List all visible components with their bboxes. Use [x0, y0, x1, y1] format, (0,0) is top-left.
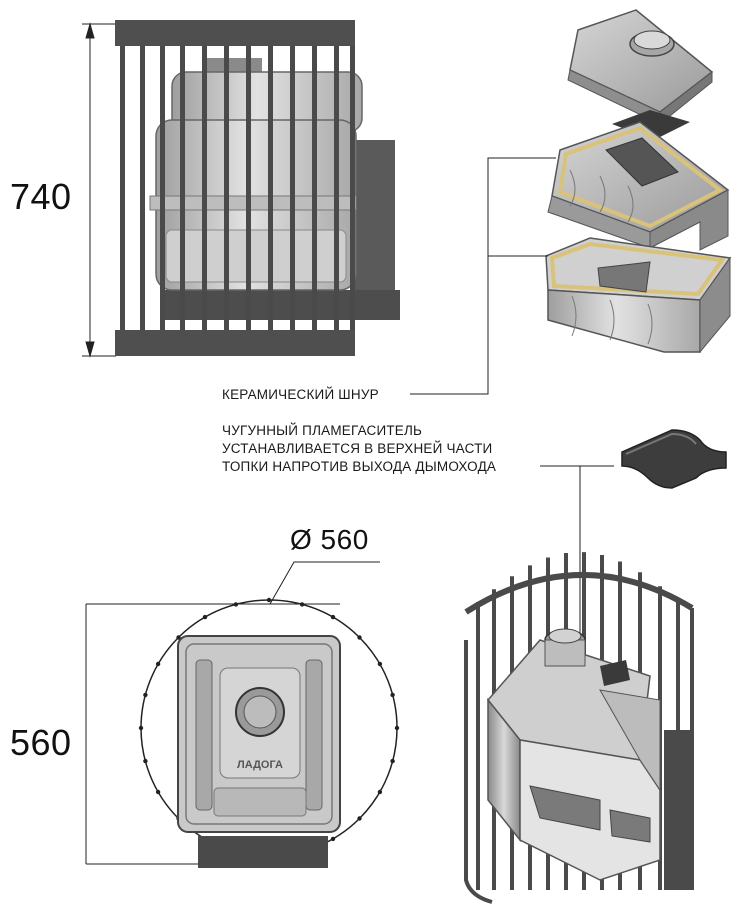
exploded-view [410, 9, 732, 395]
front-top-plate [115, 20, 355, 46]
cutaway-flue [664, 730, 694, 890]
front-grid-bar [180, 46, 185, 330]
top-view-flue [198, 836, 328, 868]
front-grid-bar [246, 46, 251, 330]
stove-top-plate [177, 635, 341, 833]
flame-arrester-part [621, 429, 727, 489]
guard-bar-dot [377, 661, 383, 667]
front-view [82, 20, 400, 358]
front-bottom-plate [115, 330, 355, 356]
height-dimension-line [82, 22, 116, 358]
upper-section [547, 121, 730, 251]
front-grid-bar [312, 46, 317, 330]
guard-bar-dot [143, 758, 148, 764]
guard-bar-dot [357, 635, 362, 640]
guard-bar-dot [138, 725, 144, 731]
guard-bar-dot [390, 692, 395, 698]
front-grid-bar [350, 46, 355, 330]
front-grid-bar [120, 46, 125, 330]
lower-box [160, 290, 400, 320]
front-grid-bars [120, 46, 355, 330]
front-grid-bar [268, 46, 273, 330]
guard-bar-dot [176, 635, 181, 640]
guard-bar-dot [155, 661, 161, 667]
ceramic-cord-callout: КЕРАМИЧЕСКИЙ ШНУР [222, 387, 379, 402]
flame-arrester-callout-line-3: ТОПКИ НАПРОТИВ ВЫХОДА ДЫМОХОДА [222, 459, 497, 474]
cutaway-stove-body [487, 628, 661, 881]
guard-bar-dot [330, 614, 336, 620]
front-grid-bar [160, 46, 165, 330]
front-grid-bar [140, 46, 145, 330]
gasket-plate [612, 110, 690, 140]
guard-bar-dot [299, 602, 305, 607]
cutaway-view [464, 552, 694, 904]
stove-emblem: ЛАДОГА [237, 759, 283, 771]
guard-bar-dot [233, 602, 239, 607]
guard-bar-dot [266, 597, 272, 603]
guard-bar-dot [155, 789, 161, 795]
guard-bar-dot [202, 614, 208, 620]
front-grid-bar [290, 46, 295, 330]
flame-arrester-callout-line-1: ЧУГУННЫЙ ПЛАМЕГАСИТЕЛЬ [222, 423, 423, 438]
flame-arrester-callout-line-2: УСТАНАВЛИВАЕТСЯ В ВЕРХНЕЙ ЧАСТИ [222, 441, 493, 456]
guard-bar-dot [357, 816, 362, 821]
guard-bar-dot [377, 789, 383, 795]
lower-section [545, 237, 732, 354]
guard-bar-dot [143, 692, 148, 698]
guard-bar-dot [330, 836, 336, 842]
top-view: ЛАДОГА [85, 561, 400, 868]
diameter-dimension-label: Ø 560 [290, 524, 369, 555]
top-cap [567, 9, 714, 126]
front-grid-bar [334, 46, 339, 330]
ceramic-cord-leader [410, 157, 556, 395]
diameter-leader [269, 561, 380, 605]
front-grid-bar [224, 46, 229, 330]
guard-bar-dot [390, 758, 395, 764]
guard-bar-dot [394, 725, 400, 731]
width-dimension-label: 560 [10, 722, 72, 763]
front-grid-bar [202, 46, 207, 330]
height-dimension-label: 740 [10, 176, 72, 217]
